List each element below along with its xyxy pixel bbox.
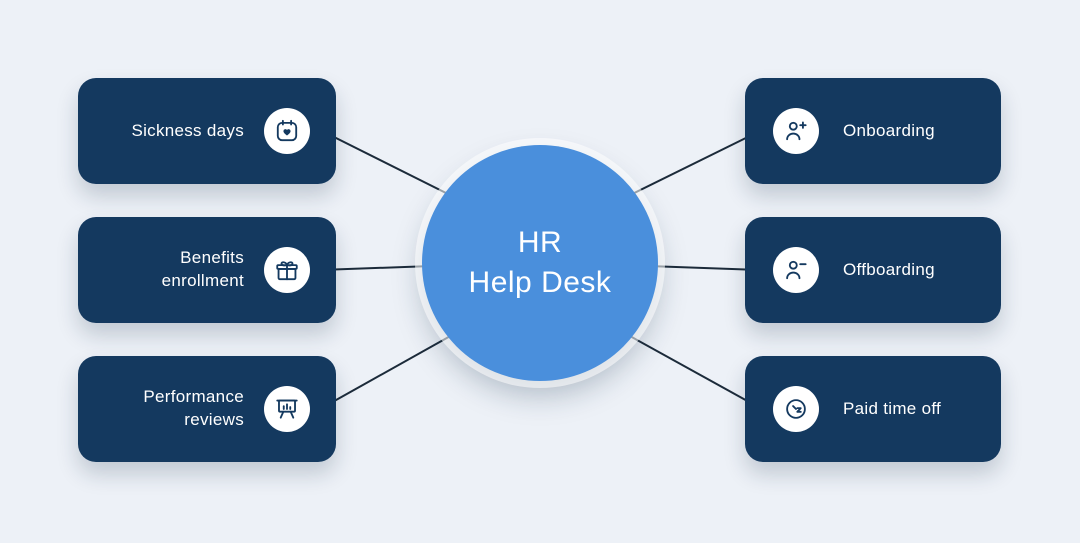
- node-benefits-enrollment: Benefits enrollment: [78, 217, 336, 323]
- hub-title-line2: Help Desk: [468, 266, 612, 299]
- node-performance-reviews: Performance reviews: [78, 356, 336, 462]
- connector-paid-time-off: [609, 324, 761, 409]
- node-offboarding: Offboarding: [745, 217, 1001, 323]
- node-onboarding: Onboarding: [745, 78, 1001, 184]
- calendar-heart-icon: [264, 108, 310, 154]
- connector-benefits-enrollment: [319, 265, 433, 271]
- node-label: Offboarding: [843, 259, 935, 279]
- node-label: Onboarding: [843, 120, 935, 140]
- hub-title-line1: HR: [517, 225, 563, 259]
- node-paid-time-off: Paid time off: [745, 356, 1001, 462]
- node-label: Benefits enrollment: [161, 248, 244, 290]
- connector-offboarding: [647, 265, 761, 271]
- person-plus-icon: [773, 108, 819, 154]
- hub-circle: HR Help Desk: [422, 145, 658, 381]
- node-label: Sickness days: [131, 120, 244, 140]
- person-minus-icon: [773, 247, 819, 293]
- connector-performance-reviews: [319, 324, 471, 410]
- gift-icon: [264, 247, 310, 293]
- node-label: Paid time off: [843, 398, 942, 418]
- node-sickness-days: Sickness days: [78, 78, 336, 184]
- presentation-chart-icon: [264, 386, 310, 432]
- node-label: Performance reviews: [143, 387, 244, 429]
- clock-icon: [773, 386, 819, 432]
